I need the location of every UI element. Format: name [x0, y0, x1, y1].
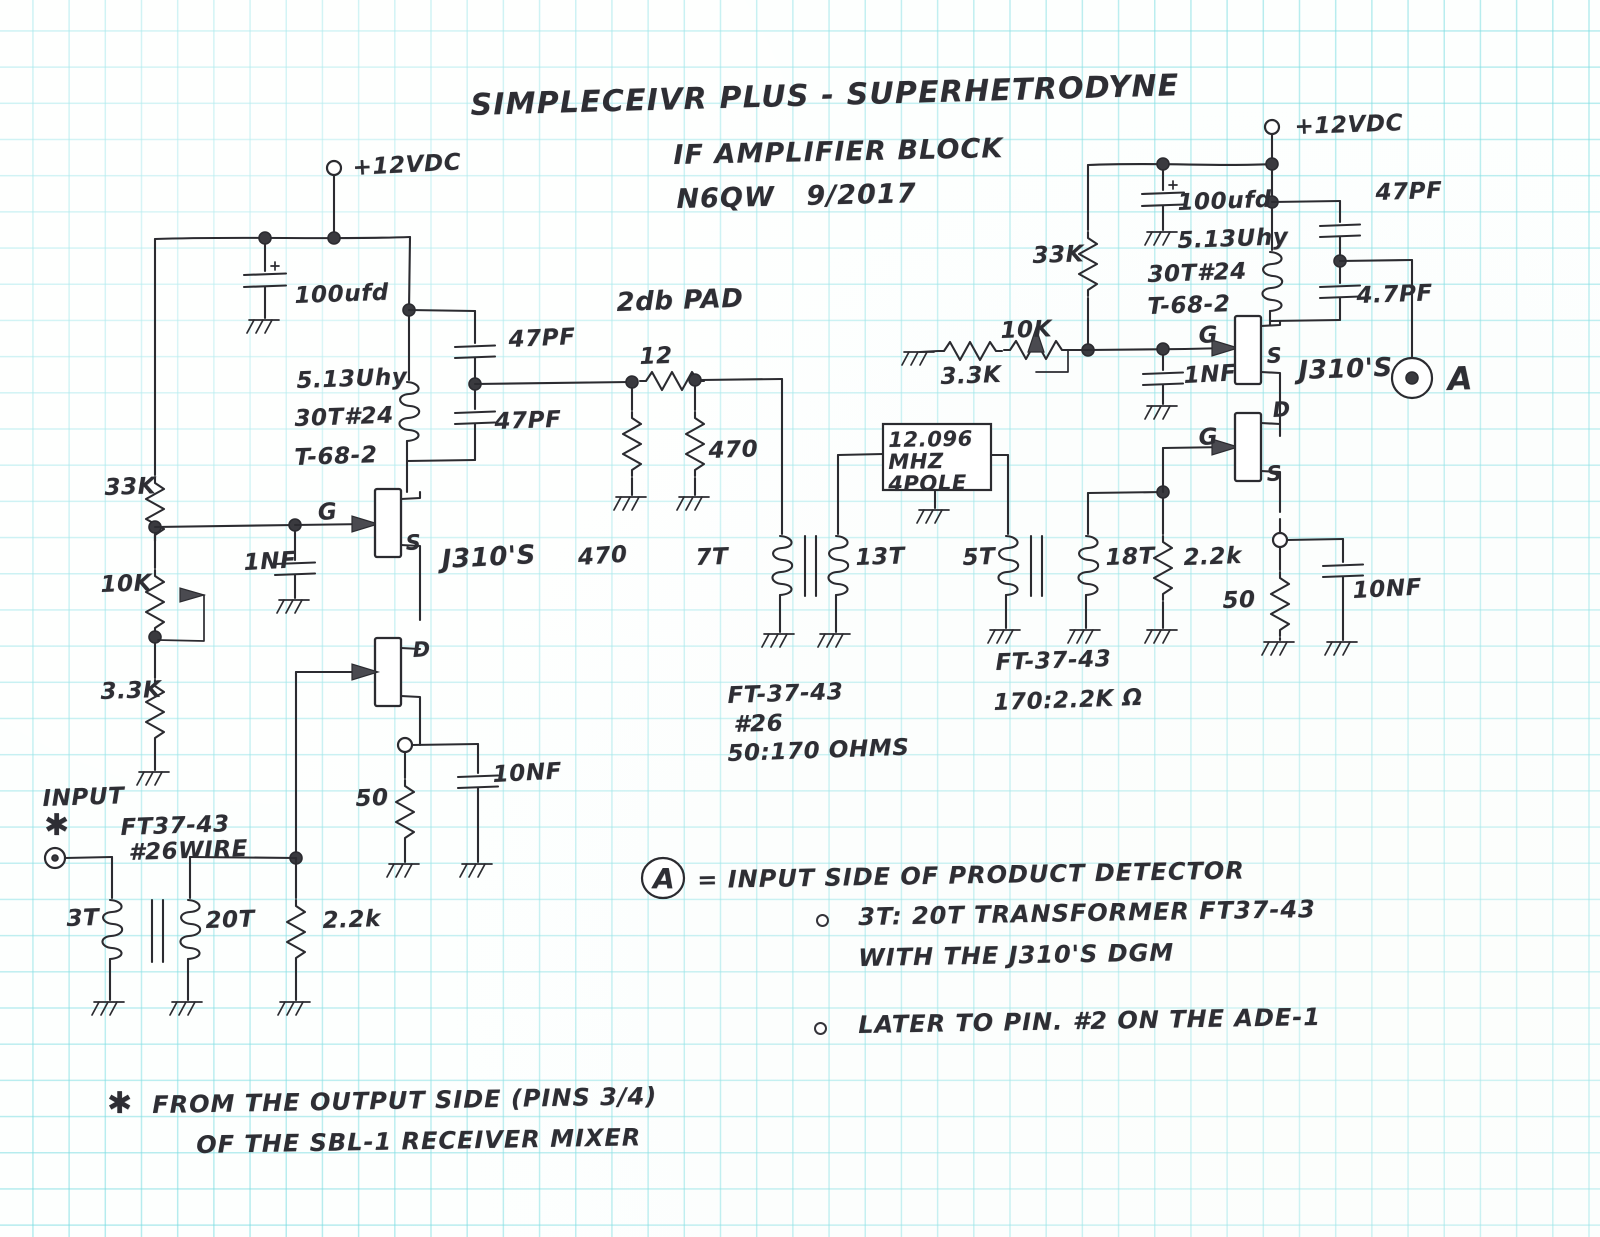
- note-bullet-1-icon: [816, 914, 829, 927]
- supply-terminal-right: [1263, 118, 1281, 136]
- supply-terminal-left: [325, 159, 343, 177]
- note-bullet-2-icon: [814, 1022, 827, 1035]
